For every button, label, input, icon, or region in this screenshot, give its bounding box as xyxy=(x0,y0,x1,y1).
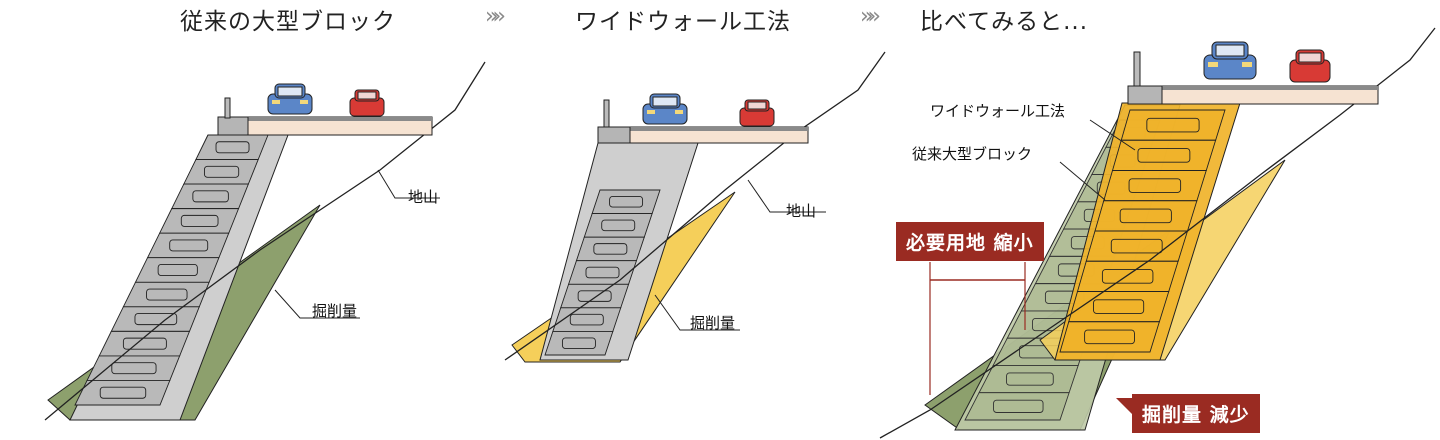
block-hollow xyxy=(111,362,157,375)
block-hollow xyxy=(99,386,147,399)
wall-block xyxy=(1120,109,1226,141)
block-hollow xyxy=(561,337,596,349)
car-red-icon xyxy=(1289,49,1331,83)
wall-block xyxy=(122,281,210,308)
car-blue-icon xyxy=(1203,41,1257,80)
block-hollow xyxy=(1006,372,1054,386)
wall-block xyxy=(171,183,250,210)
car-red-icon xyxy=(349,89,385,117)
wall-block xyxy=(98,330,191,357)
wall-block xyxy=(195,134,269,160)
block-hollow xyxy=(215,141,250,154)
guardrail-post xyxy=(224,97,231,119)
heading-comparison: 比べてみると... xyxy=(920,9,1089,35)
leader-line xyxy=(377,169,440,199)
block-hollow xyxy=(1137,148,1191,163)
block-hollow xyxy=(122,337,167,350)
ground-line xyxy=(44,61,486,421)
leader-line xyxy=(1089,119,1136,151)
block-hollow xyxy=(1128,178,1182,193)
ground-label: 地山 xyxy=(786,202,817,220)
leader-line xyxy=(654,294,740,331)
parapet xyxy=(597,126,631,144)
block-hollow xyxy=(609,196,644,208)
wall-block xyxy=(134,257,220,283)
ground-label: 地山 xyxy=(408,188,439,206)
wall-block xyxy=(146,232,230,259)
leader-line xyxy=(1059,161,1106,201)
wide-wall-label: ワイドウォール工法 xyxy=(930,102,1066,120)
block-hollow xyxy=(1084,329,1135,345)
block-stack xyxy=(544,189,661,356)
block-hollow xyxy=(1101,269,1154,284)
wall-block xyxy=(591,189,661,215)
car-red-icon xyxy=(739,99,775,127)
block-hollow xyxy=(146,288,188,301)
wall-block xyxy=(1094,200,1198,232)
wall-block xyxy=(158,208,240,234)
wall-block xyxy=(964,392,1070,421)
wall-block xyxy=(1059,321,1160,353)
block-hollow xyxy=(569,313,604,326)
leader-line xyxy=(747,179,826,213)
wall-block xyxy=(978,365,1079,394)
excavation-label: 掘削量 xyxy=(690,314,736,332)
wall-block xyxy=(1085,230,1189,262)
block-hollow xyxy=(169,239,209,252)
road-surface xyxy=(598,127,808,131)
block-hollow xyxy=(993,399,1044,413)
block-hollow xyxy=(1093,299,1145,314)
block-hollow xyxy=(157,264,198,276)
guardrail-post xyxy=(603,99,610,128)
ground-line xyxy=(879,27,1436,439)
block-hollow xyxy=(577,290,612,302)
leader-line xyxy=(274,289,360,319)
badge-pointer-icon xyxy=(1116,398,1132,414)
block-hollow xyxy=(180,214,219,227)
block-hollow xyxy=(593,243,628,255)
excavation-label: 掘削量 xyxy=(312,302,358,320)
block-hollow xyxy=(1146,117,1200,133)
panel-conventional xyxy=(44,61,486,421)
panel-comparison xyxy=(879,27,1436,439)
land-reduction-badge: 必要用地 縮小 xyxy=(896,222,1044,261)
heading-wide-wall-method: ワイドウォール工法 xyxy=(575,9,791,35)
wall-block xyxy=(544,330,614,356)
panel-wide-wall xyxy=(504,51,886,363)
wall-block xyxy=(183,159,259,185)
road-surface xyxy=(218,117,432,121)
heading-conventional-block: 従来の大型ブロック xyxy=(180,9,396,35)
block-hollow xyxy=(1110,238,1163,254)
wall-block xyxy=(86,355,181,381)
car-blue-icon xyxy=(642,93,688,125)
wall-block xyxy=(1068,291,1170,323)
road-surface xyxy=(1128,86,1378,90)
conventional-block-label: 従来大型ブロック xyxy=(912,145,1033,163)
wall-block xyxy=(1076,260,1179,292)
ground-line xyxy=(504,51,886,361)
wall-block xyxy=(583,213,653,238)
block-hollow xyxy=(134,313,178,326)
block-stack xyxy=(74,134,269,406)
block-hollow xyxy=(203,165,240,178)
parapet xyxy=(1127,85,1163,105)
wall-block xyxy=(567,260,638,285)
wall-block xyxy=(1103,170,1207,202)
parapet xyxy=(217,116,249,136)
excavation-reduction-badge: 掘削量 減少 xyxy=(1132,394,1260,433)
block-hollow xyxy=(585,266,620,279)
block-hollow xyxy=(601,219,636,232)
block-hollow xyxy=(192,190,229,203)
wall-block xyxy=(74,380,171,406)
block-stack-wide-wall xyxy=(1059,109,1226,353)
wall-block xyxy=(575,236,645,262)
wall-block xyxy=(560,283,630,309)
guardrail-post xyxy=(1133,51,1141,87)
car-blue-icon xyxy=(267,83,313,115)
block-hollow xyxy=(1119,208,1172,224)
